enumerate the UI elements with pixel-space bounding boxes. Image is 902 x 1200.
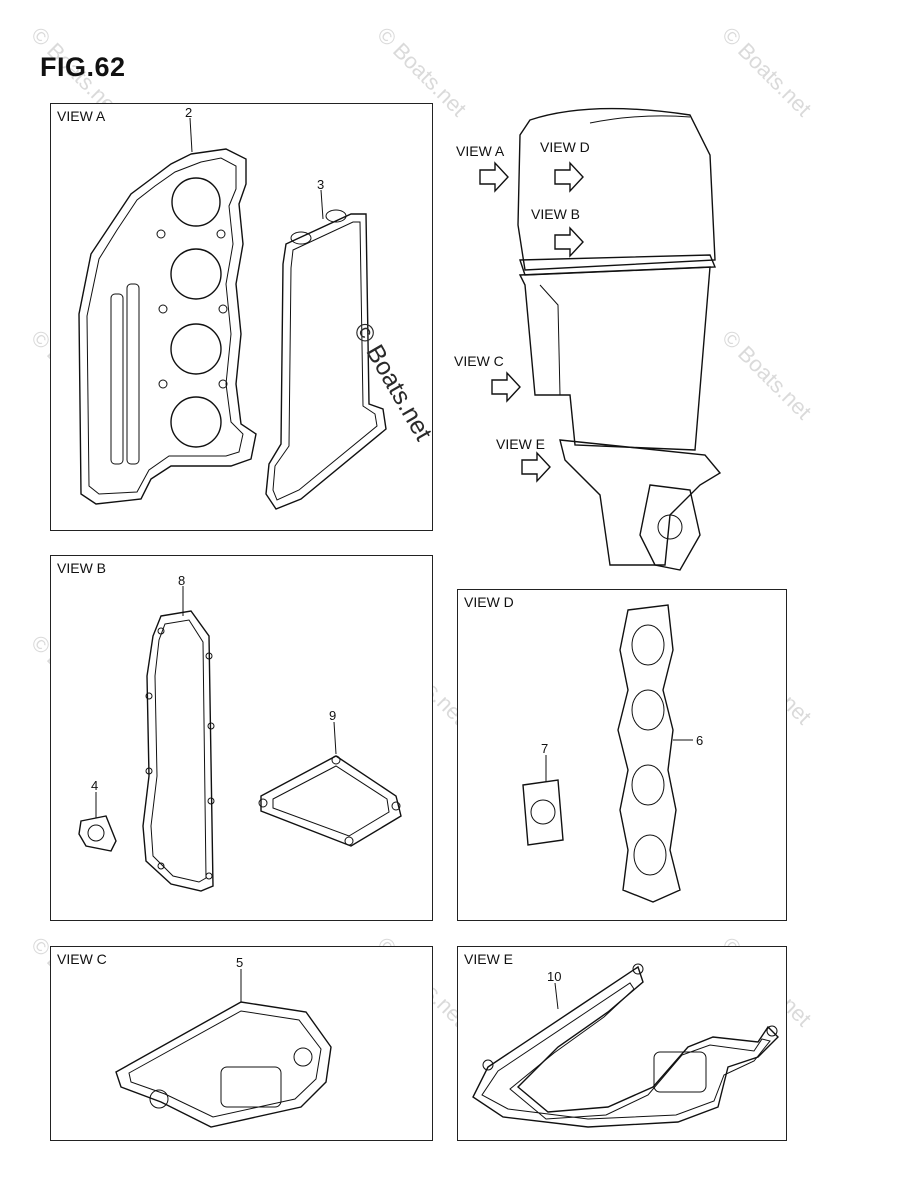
view-e-label: VIEW E [464, 951, 514, 967]
part-4-number: 4 [91, 778, 98, 793]
part-6-number: 6 [696, 733, 703, 748]
part-6-gasket [617, 604, 681, 903]
view-a-label: VIEW A [57, 108, 106, 124]
part-3-gasket [265, 213, 387, 510]
view-a-panel: VIEW A 2 3 [50, 103, 433, 531]
part-8-gasket [142, 610, 214, 892]
view-b-label: VIEW B [57, 560, 107, 576]
view-a-drawing: 2 3 [78, 105, 387, 510]
engine-label-view-a: VIEW A [456, 143, 505, 159]
outboard-engine-illustration [479, 107, 722, 571]
part-2-number: 2 [185, 105, 192, 120]
engine-label-view-e: VIEW E [496, 436, 546, 452]
part-4-gasket [78, 815, 117, 852]
view-b-drawing: 8 4 9 [78, 573, 402, 892]
part-7-gasket [522, 779, 564, 846]
view-d-drawing: 6 7 [522, 604, 703, 903]
part-10-gasket [472, 965, 779, 1128]
engine-label-view-b: VIEW B [531, 206, 581, 222]
view-e-panel: VIEW E 10 [457, 946, 787, 1141]
part-2-gasket [78, 148, 257, 505]
part-8-number: 8 [178, 573, 185, 588]
view-c-panel: VIEW C 5 [50, 946, 433, 1141]
view-d-panel: VIEW D 6 7 [457, 589, 787, 921]
view-d-label: VIEW D [464, 594, 514, 610]
part-10-number: 10 [547, 969, 561, 984]
engine-label-view-c: VIEW C [454, 353, 504, 369]
part-5-number: 5 [236, 955, 243, 970]
view-c-drawing: 5 [115, 955, 332, 1128]
part-9-number: 9 [329, 708, 336, 723]
view-e-drawing: 10 [472, 963, 779, 1128]
part-3-number: 3 [317, 177, 324, 192]
engine-label-view-d: VIEW D [540, 139, 590, 155]
view-b-panel: VIEW B 8 4 9 [50, 555, 433, 921]
view-c-label: VIEW C [57, 951, 107, 967]
figure-title: FIG.62 [40, 52, 126, 82]
part-7-number: 7 [541, 741, 548, 756]
part-9-gasket [260, 755, 402, 847]
part-5-gasket [115, 1001, 332, 1128]
